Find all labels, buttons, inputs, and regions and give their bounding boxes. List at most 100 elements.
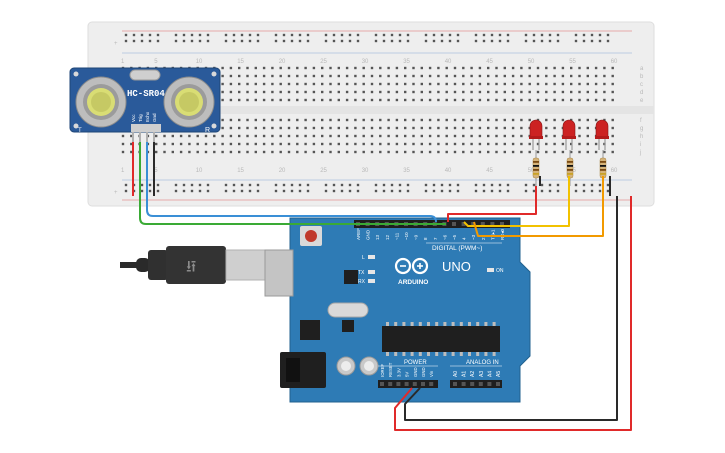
analog-pin-hole[interactable] (470, 382, 475, 386)
bb-hole (362, 82, 365, 86)
wires[interactable] (132, 142, 632, 431)
power-pin-hole[interactable] (404, 382, 409, 386)
pin-trig[interactable] (139, 132, 141, 142)
power-pin-hole[interactable] (429, 382, 434, 386)
wire-echo-blue[interactable] (146, 142, 437, 223)
bb-hole (196, 134, 199, 138)
ic-pins (386, 322, 496, 356)
bb-hole (395, 90, 399, 94)
sensor-pins[interactable] (132, 132, 155, 142)
bb-hole (271, 134, 274, 138)
power-pin-label: Vin (429, 370, 434, 377)
analog-pin-hole[interactable] (496, 382, 500, 386)
bb-hole (603, 90, 606, 94)
bb-hole (586, 142, 589, 146)
wire-led2-yellow[interactable] (463, 176, 570, 227)
bb-hole (296, 98, 299, 102)
digital-pin-hole[interactable] (461, 222, 466, 226)
bb-rail-hole (290, 33, 294, 37)
bb-hole (528, 74, 531, 78)
digital-pin-hole[interactable] (500, 222, 504, 226)
digital-pin-hole[interactable] (471, 222, 476, 226)
bb-hole (478, 90, 482, 94)
bb-hole (420, 90, 423, 94)
analog-pin-label: A5 (496, 371, 502, 377)
reset-button[interactable] (305, 230, 317, 242)
bb-col-label-top: 60 (611, 59, 618, 65)
bb-hole (238, 150, 241, 154)
power-pin-hole[interactable] (380, 382, 384, 386)
wire-trig-green[interactable] (139, 142, 446, 225)
digital-pin-hole[interactable] (490, 222, 495, 226)
hc-sr04-sensor[interactable]: HC-SR04 T R Vcc Trig Echo Gnd (69, 67, 221, 142)
led-group[interactable] (529, 119, 609, 186)
digital-pin-hole[interactable] (480, 222, 485, 226)
pin-echo[interactable] (146, 132, 148, 142)
analog-pin-hole[interactable] (478, 382, 483, 386)
pin-vcc[interactable] (132, 132, 134, 142)
bb-hole (379, 142, 382, 146)
bb-hole (478, 98, 482, 102)
analog-pin-hole[interactable] (487, 382, 492, 386)
red-led[interactable] (595, 119, 609, 150)
bb-rail-hole (548, 183, 552, 187)
arduino-usb-jack[interactable] (264, 249, 294, 297)
bb-rail-hole (432, 189, 436, 193)
wire-gnd-black-bottom[interactable] (404, 196, 618, 421)
digital-pin-label: 7 (433, 237, 438, 240)
bb-hole (130, 134, 133, 138)
red-led[interactable] (529, 119, 543, 150)
bb-hole (404, 118, 407, 122)
analog-label: ANALOG IN (466, 360, 499, 366)
bb-hole (437, 118, 440, 122)
bb-rail-hole (382, 189, 386, 193)
bb-hole (462, 66, 465, 70)
bb-hole (254, 142, 257, 146)
bb-rail-hole (290, 183, 294, 187)
bb-hole (254, 118, 257, 122)
usb-cable[interactable]: ⭿ (120, 246, 269, 284)
bb-col-label-top: 40 (445, 59, 452, 65)
bb-hole (520, 142, 523, 146)
bb-hole (470, 134, 473, 138)
bb-hole (453, 82, 457, 86)
bb-hole (362, 118, 365, 122)
bb-rail-hole (174, 39, 178, 43)
led-l (368, 255, 375, 259)
bb-hole (412, 74, 415, 78)
bb-rail-hole (606, 39, 610, 43)
analog-pin-hole[interactable] (453, 382, 457, 386)
pin-gnd[interactable] (153, 132, 155, 142)
bb-hole (271, 74, 274, 78)
bb-hole (586, 118, 589, 122)
bb-hole (578, 90, 581, 94)
board-brand: ARDUINO (398, 279, 428, 286)
red-led[interactable] (562, 119, 576, 150)
bb-rail-hole (532, 183, 536, 187)
bb-rail-hole (256, 189, 260, 193)
power-pin-hole[interactable] (396, 382, 401, 386)
bb-rail-hole (424, 33, 428, 37)
bb-rail-hole (248, 189, 252, 193)
wire-led3-orange[interactable] (473, 176, 604, 237)
wire-5v-red-bottom[interactable] (394, 196, 632, 431)
resistor[interactable] (532, 150, 540, 186)
bb-hole (561, 82, 565, 86)
bb-hole (171, 134, 174, 138)
digital-pin-hole[interactable] (452, 222, 456, 226)
analog-pin-hole[interactable] (461, 382, 466, 386)
bb-rail-hole (298, 39, 302, 43)
wire-led1-red[interactable] (447, 186, 537, 222)
analog-header[interactable] (450, 380, 502, 388)
power-pin-hole[interactable] (412, 382, 417, 386)
bb-hole (321, 66, 324, 70)
bb-rail-hole (224, 189, 228, 193)
power-pin-hole[interactable] (421, 382, 425, 386)
bb-rail-hole (532, 189, 536, 193)
power-pin-hole[interactable] (388, 382, 393, 386)
